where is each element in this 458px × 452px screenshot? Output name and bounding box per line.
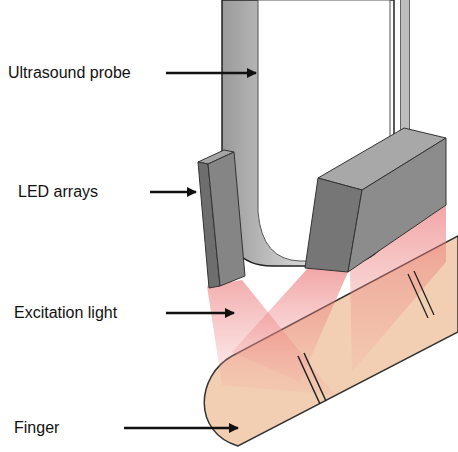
finger-crease bbox=[298, 353, 326, 404]
leader-arrow bbox=[124, 427, 238, 430]
part-label: Excitation light bbox=[14, 304, 117, 322]
leader-arrow bbox=[166, 312, 234, 315]
part-label: Ultrasound probe bbox=[8, 64, 131, 82]
leader-arrow bbox=[166, 72, 256, 75]
led-array bbox=[348, 138, 446, 272]
light-beam bbox=[232, 268, 348, 382]
led-array bbox=[208, 152, 245, 286]
part-label: Finger bbox=[14, 419, 59, 437]
finger-crease bbox=[408, 271, 434, 318]
leader-arrow bbox=[150, 191, 196, 194]
part-label: LED arrays bbox=[18, 183, 98, 201]
